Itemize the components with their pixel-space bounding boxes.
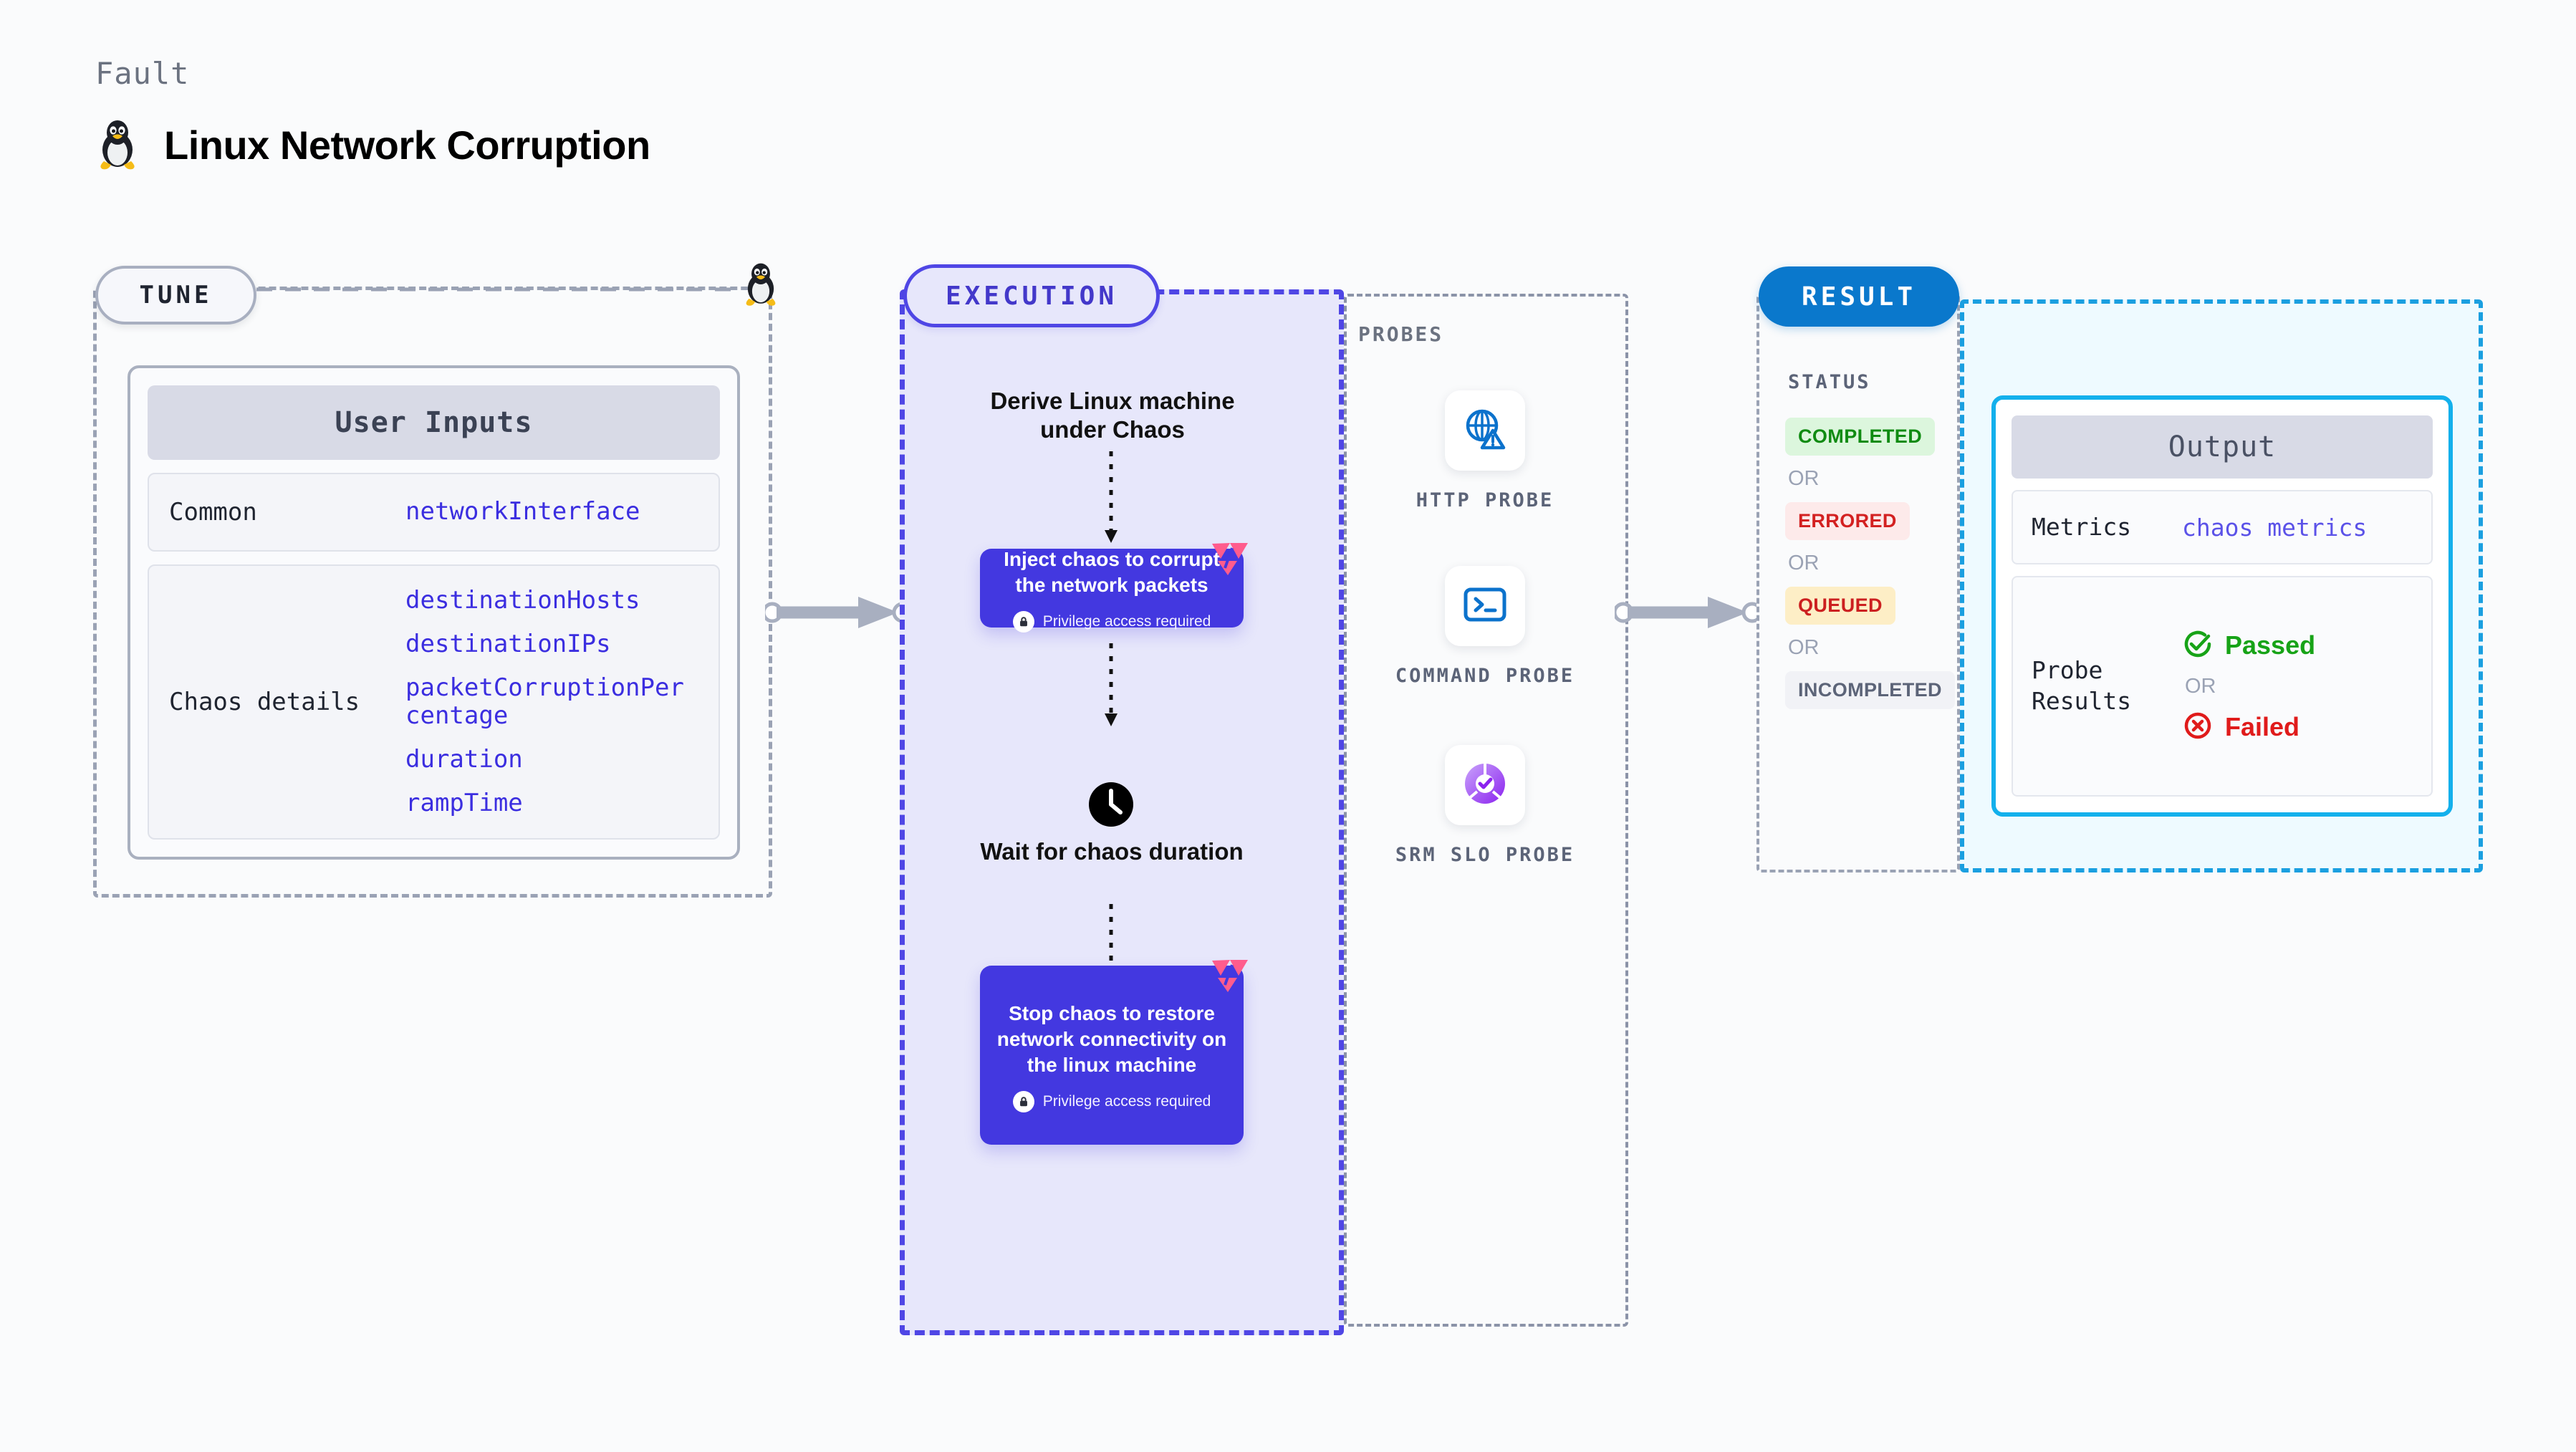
clock-icon	[1087, 781, 1135, 832]
globe-warning-icon	[1462, 406, 1508, 456]
lock-icon	[1012, 1090, 1034, 1112]
execution-pill-label[interactable]: EXECUTION	[903, 264, 1160, 327]
or-separator: OR	[1788, 636, 1820, 659]
privilege-text: Privilege access required	[1042, 1092, 1211, 1110]
lock-icon	[1012, 610, 1034, 633]
probe-verdict-text: Failed	[2225, 712, 2300, 741]
execution-step-derive-label: Derive Linux machine under Chaos	[990, 388, 1235, 443]
input-value[interactable]: destinationIPs	[405, 629, 611, 658]
input-value[interactable]: networkInterface	[405, 497, 640, 527]
output-card: Output Metrics chaos metrics Probe Resul…	[1991, 395, 2453, 817]
tune-corner-linux-penguin-icon	[741, 261, 780, 311]
output-row-probe-results: Probe Results Passed OR	[2012, 576, 2433, 797]
probe-item-http[interactable]: HTTP PROBE	[1392, 390, 1578, 514]
connector-probes-to-result	[1615, 597, 1763, 628]
page-kicker: Fault	[95, 56, 190, 91]
probe-tile	[1445, 745, 1525, 825]
output-metrics-value[interactable]: chaos metrics	[2182, 513, 2368, 542]
input-row-common: Common networkInterface	[148, 473, 720, 552]
status-list: COMPLETED OR ERRORED OR QUEUED OR INCOMP…	[1785, 418, 1955, 709]
output-card-header: Output	[2012, 415, 2433, 479]
status-badge-completed: COMPLETED	[1785, 418, 1936, 456]
probe-item-srm-slo[interactable]: SRM SLO PROBE	[1392, 745, 1578, 869]
execution-step-wait-label: Wait for chaos duration	[980, 838, 1244, 865]
page-title: Linux Network Corruption	[164, 122, 650, 168]
probe-verdict-failed: Failed	[2182, 710, 2315, 745]
probe-verdict-text: Passed	[2225, 630, 2316, 660]
execution-node-title: Inject chaos to corrupt the network pack…	[1004, 548, 1220, 596]
or-separator: OR	[2185, 674, 2216, 698]
probe-verdict-list: Passed OR Failed	[2182, 628, 2315, 745]
probes-section-label: PROBES	[1358, 322, 1444, 346]
output-row-label: Metrics	[2032, 512, 2132, 541]
x-circle-icon	[2182, 710, 2214, 745]
input-value[interactable]: destinationHosts	[405, 585, 640, 615]
input-value[interactable]: rampTime	[405, 789, 523, 818]
user-inputs-card: User Inputs Common networkInterface Chao…	[128, 365, 740, 860]
input-row-values: networkInterface	[405, 498, 640, 526]
input-row-label: Chaos details	[169, 687, 360, 716]
or-separator: OR	[1788, 552, 1820, 574]
result-pill-label[interactable]: RESULT	[1759, 266, 1959, 327]
output-row-metrics: Metrics chaos metrics	[2012, 490, 2433, 564]
execution-node-stop-chaos[interactable]: Stop chaos to restore network connectivi…	[980, 966, 1244, 1145]
privilege-notice: Privilege access required	[1012, 610, 1211, 633]
input-row-label: Common	[169, 497, 257, 527]
input-row-values: destinationHosts destinationIPs packetCo…	[405, 585, 692, 818]
probe-label: HTTP PROBE	[1416, 489, 1554, 511]
status-badge-queued: QUEUED	[1785, 587, 1895, 625]
user-inputs-header: User Inputs	[148, 385, 720, 460]
slo-donut-check-icon	[1461, 760, 1509, 811]
litmus-chaos-icon	[1211, 956, 1249, 997]
tune-pill-label[interactable]: TUNE	[95, 266, 256, 324]
execution-node-title: Stop chaos to restore network connectivi…	[996, 1002, 1227, 1076]
linux-penguin-icon	[95, 118, 140, 171]
output-row-label: Probe Results	[2032, 656, 2132, 715]
flow-arrow-1	[1105, 451, 1118, 543]
input-value[interactable]: packetCorruptionPercentage	[405, 673, 684, 730]
probe-tile	[1445, 390, 1525, 471]
probe-item-command[interactable]: COMMAND PROBE	[1392, 566, 1578, 690]
status-section-label: STATUS	[1788, 371, 1871, 393]
input-row-chaos-details: Chaos details destinationHosts destinati…	[148, 564, 720, 840]
status-badge-errored: ERRORED	[1785, 502, 1910, 540]
privilege-text: Privilege access required	[1042, 612, 1211, 630]
privilege-notice: Privilege access required	[1012, 1090, 1211, 1112]
or-separator: OR	[1788, 467, 1820, 490]
result-panel	[1756, 294, 1960, 872]
execution-node-inject-chaos[interactable]: Inject chaos to corrupt the network pack…	[980, 548, 1244, 633]
probe-tile	[1445, 566, 1525, 646]
probe-label: SRM SLO PROBE	[1395, 844, 1575, 866]
input-value[interactable]: duration	[405, 745, 523, 774]
check-circle-icon	[2182, 628, 2214, 663]
connector-tune-to-execution	[765, 597, 913, 628]
status-badge-incompleted: INCOMPLETED	[1785, 671, 1955, 709]
probe-label: COMMAND PROBE	[1395, 665, 1575, 687]
page-title-row: Linux Network Corruption	[95, 118, 650, 171]
litmus-chaos-icon	[1211, 539, 1249, 580]
flow-arrow-2	[1105, 643, 1118, 726]
tune-dashed-connector	[256, 287, 741, 292]
terminal-icon	[1462, 585, 1508, 628]
probe-verdict-passed: Passed	[2182, 628, 2315, 663]
